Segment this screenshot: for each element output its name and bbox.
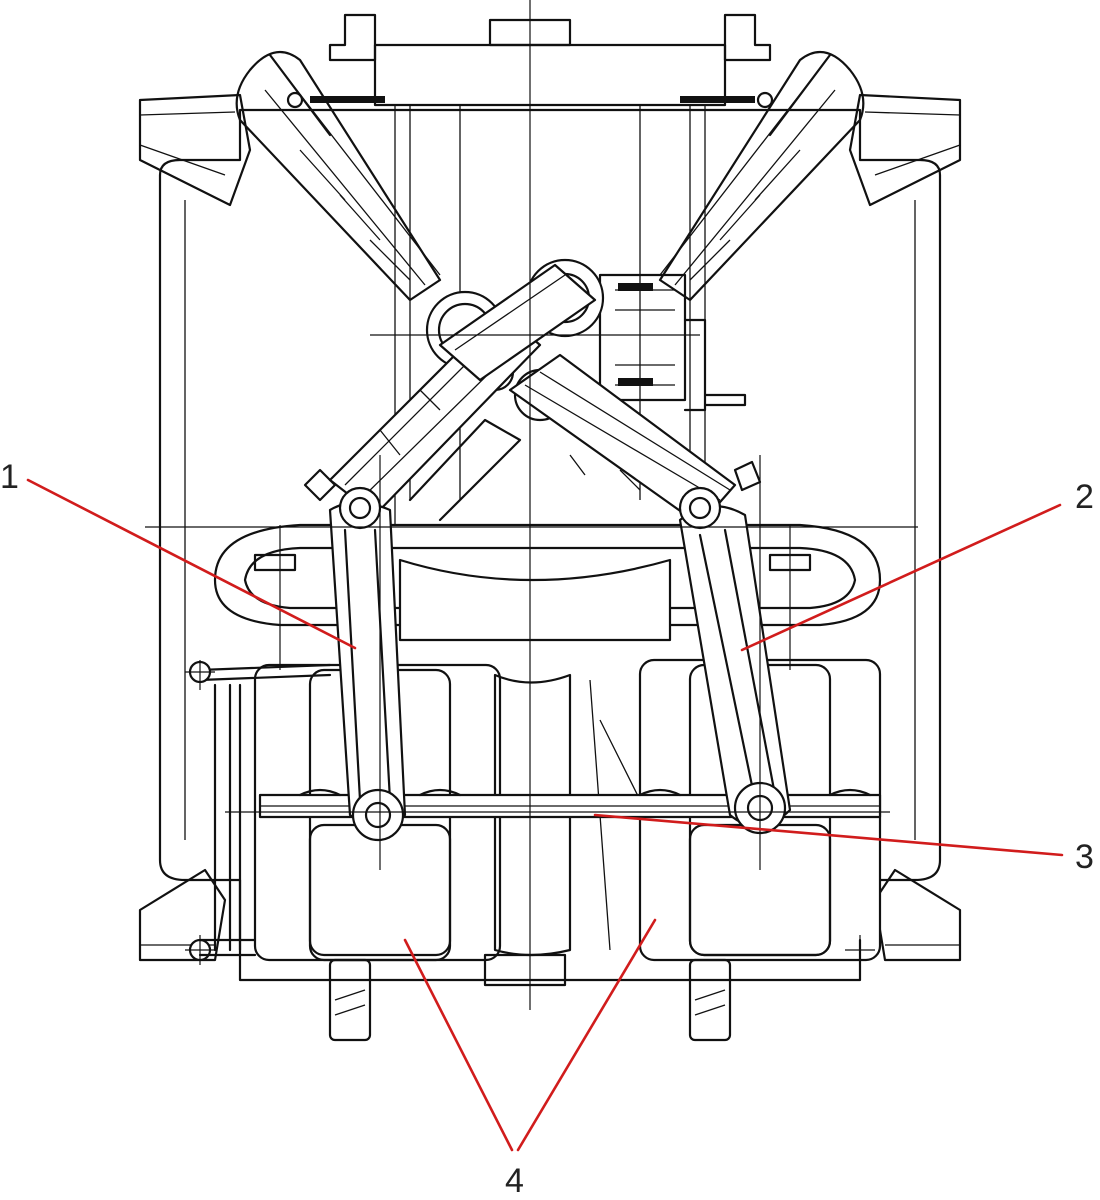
right-bracket (658, 50, 865, 302)
central-linkage (303, 258, 762, 527)
leader-3 (593, 813, 1064, 857)
callout-3: 3 (1075, 838, 1094, 876)
upper-crossbar (213, 523, 882, 642)
leader-lines (26, 478, 1064, 1152)
callout-2: 2 (1075, 478, 1094, 516)
leader-4a (403, 938, 514, 1152)
outer-frame (138, 93, 962, 982)
callout-1: 1 (0, 458, 19, 496)
left-link (328, 486, 407, 842)
left-bracket (235, 50, 442, 302)
leader-1 (26, 478, 357, 650)
leader-4b (516, 918, 657, 1152)
callout-4: 4 (505, 1162, 524, 1195)
callout-labels: 1 2 3 4 (0, 458, 1094, 1200)
centre-lines (145, 0, 918, 1010)
leader-2 (740, 503, 1062, 652)
